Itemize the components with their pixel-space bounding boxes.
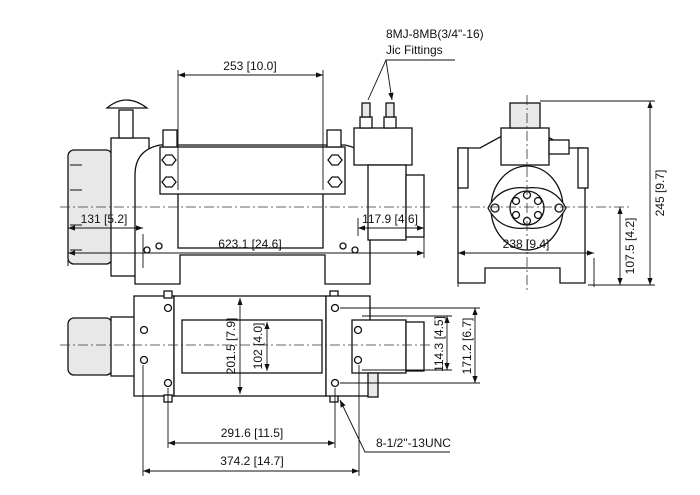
dim-bolt-spacing-outer: 171.2 [6.7] xyxy=(460,318,474,375)
side-valve-block xyxy=(500,127,550,166)
dim-bolt-length-inner: 291.6 [11.5] xyxy=(221,426,284,440)
bolt-callout: 8-1/2"-13UNC xyxy=(376,436,451,450)
front-view: 8MJ-8MB(3/4"-16) Jic Fittings 253 [10.0]… xyxy=(60,27,484,285)
dim-motor-offset: 131 [5.2] xyxy=(81,212,128,226)
top-mount-holes xyxy=(139,303,363,388)
hydraulic-motor xyxy=(367,164,407,241)
top-view: 201.5 [7.9] 102 [4.0] 114.3 [4.5] 171.2 … xyxy=(60,290,480,476)
dim-bolt-spacing-inner: 114.3 [4.5] xyxy=(432,316,446,372)
dim-overall-width: 238 [9.4] xyxy=(503,237,550,251)
top-drum xyxy=(181,319,323,374)
fitting-callout-line1: 8MJ-8MB(3/4"-16) xyxy=(386,27,484,41)
dim-drum-length: 253 [10.0] xyxy=(223,59,276,73)
clutch-handle xyxy=(105,99,149,109)
valve-block xyxy=(353,127,413,166)
dim-center-height: 107.5 [4.2] xyxy=(623,218,637,275)
dim-bolt-length-outer: 374.2 [14.7] xyxy=(220,454,283,468)
dim-overall-height: 245 [9.7] xyxy=(653,170,667,217)
jic-fitting xyxy=(385,102,395,118)
dim-drum-diameter: 102 [4.0] xyxy=(251,323,265,370)
side-view: 245 [9.7] 107.5 [4.2] 238 [9.4] xyxy=(452,95,667,292)
fitting-callout-line2: Jic Fittings xyxy=(386,43,443,57)
clutch-shaft xyxy=(118,109,134,139)
dim-flange-diameter: 201.5 [7.9] xyxy=(224,318,238,375)
motor-end-cap xyxy=(405,174,425,238)
top-motor-housing xyxy=(67,317,113,376)
jic-fitting xyxy=(361,102,371,118)
hex-bolts xyxy=(161,154,343,188)
tie-bar xyxy=(159,146,346,195)
dim-motor-end: 117.9 [4.6] xyxy=(362,212,418,226)
dim-overall-length: 623.1 [24.6] xyxy=(218,237,281,251)
